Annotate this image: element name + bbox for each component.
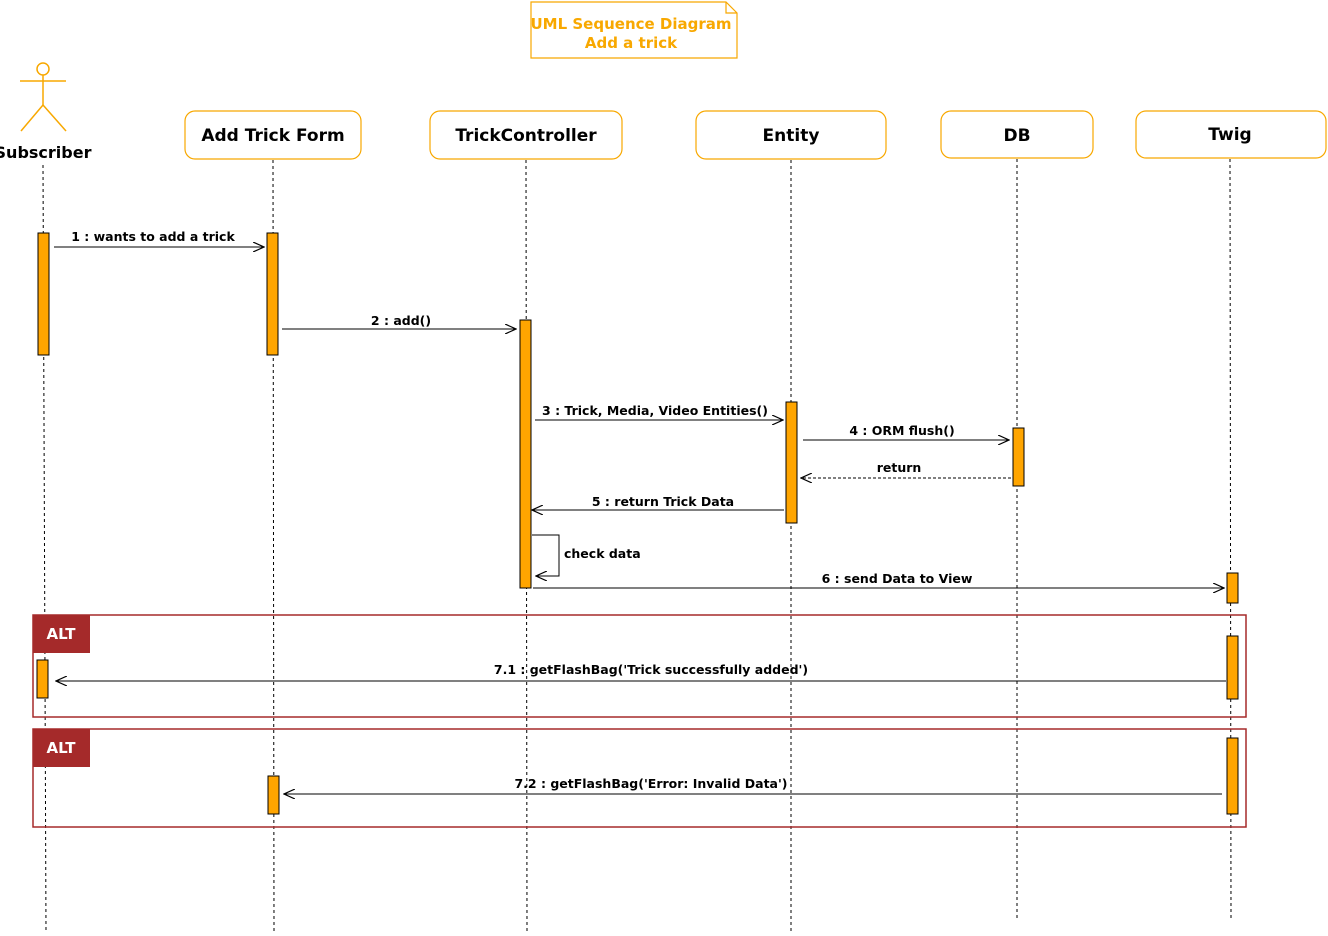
note-title: UML Sequence Diagram	[530, 15, 731, 33]
note-subtitle: Add a trick	[585, 34, 678, 52]
title-note: UML Sequence Diagram Add a trick	[530, 1, 738, 59]
message-label: check data	[564, 546, 641, 561]
alt-label: ALT	[47, 625, 77, 643]
actor-subscriber[interactable]: Subscriber	[0, 62, 92, 162]
activation-bar	[1226, 737, 1239, 815]
activation-bar	[519, 319, 532, 589]
message-return[interactable]: return	[801, 460, 1011, 478]
participant-label: Twig	[1208, 125, 1251, 145]
participant-db[interactable]: DB	[940, 110, 1094, 159]
message-7-2[interactable]: 7.2 : getFlashBag('Error: Invalid Data')	[284, 776, 1222, 794]
actor-head	[36, 62, 50, 76]
actor-left-leg	[20, 104, 44, 132]
alt-tag	[33, 615, 90, 653]
message-1[interactable]: 1 : wants to add a trick	[54, 229, 264, 247]
message-label: 4 : ORM flush()	[849, 423, 954, 438]
participant-label: Add Trick Form	[201, 126, 344, 146]
message-label: 6 : send Data to View	[822, 571, 973, 586]
message-label: 7.1 : getFlashBag('Trick successfully ad…	[494, 662, 808, 677]
message-6[interactable]: 6 : send Data to View	[533, 571, 1224, 588]
activation-bar	[37, 232, 50, 356]
message-self-check[interactable]: check data	[532, 534, 641, 576]
alt-tag	[33, 729, 90, 767]
alt-label: ALT	[47, 739, 77, 757]
alt-frame-error[interactable]: ALT	[32, 728, 1247, 828]
message-label: 2 : add()	[371, 313, 431, 328]
activation-bar	[1012, 427, 1025, 487]
message-label: 1 : wants to add a trick	[71, 229, 235, 244]
participant-twig[interactable]: Twig	[1135, 110, 1327, 159]
actor-right-leg	[42, 104, 67, 132]
message-label: 7.2 : getFlashBag('Error: Invalid Data')	[514, 776, 787, 791]
activation-bar	[267, 775, 280, 815]
message-2[interactable]: 2 : add()	[282, 313, 516, 329]
activation-bar	[1226, 635, 1239, 700]
message-4[interactable]: 4 : ORM flush()	[803, 423, 1009, 440]
activation-bar	[266, 232, 279, 356]
message-3[interactable]: 3 : Trick, Media, Video Entities()	[535, 403, 783, 420]
alt-frame-success[interactable]: ALT	[32, 614, 1247, 718]
actor-label: Subscriber	[0, 143, 92, 162]
activation-bar	[785, 401, 798, 524]
participant-trick-controller[interactable]: TrickController	[429, 110, 623, 160]
activation-bar	[36, 659, 49, 699]
participant-label: TrickController	[455, 126, 597, 146]
message-label: 5 : return Trick Data	[592, 494, 734, 509]
activation-bar	[1226, 572, 1239, 604]
participant-label: DB	[1003, 126, 1030, 146]
participant-entity[interactable]: Entity	[695, 110, 887, 160]
message-5[interactable]: 5 : return Trick Data	[532, 494, 784, 510]
message-7-1[interactable]: 7.1 : getFlashBag('Trick successfully ad…	[56, 662, 1226, 681]
participant-add-trick-form[interactable]: Add Trick Form	[184, 110, 362, 160]
message-label: 3 : Trick, Media, Video Entities()	[542, 403, 768, 418]
participant-label: Entity	[763, 126, 820, 146]
message-label: return	[877, 460, 922, 475]
